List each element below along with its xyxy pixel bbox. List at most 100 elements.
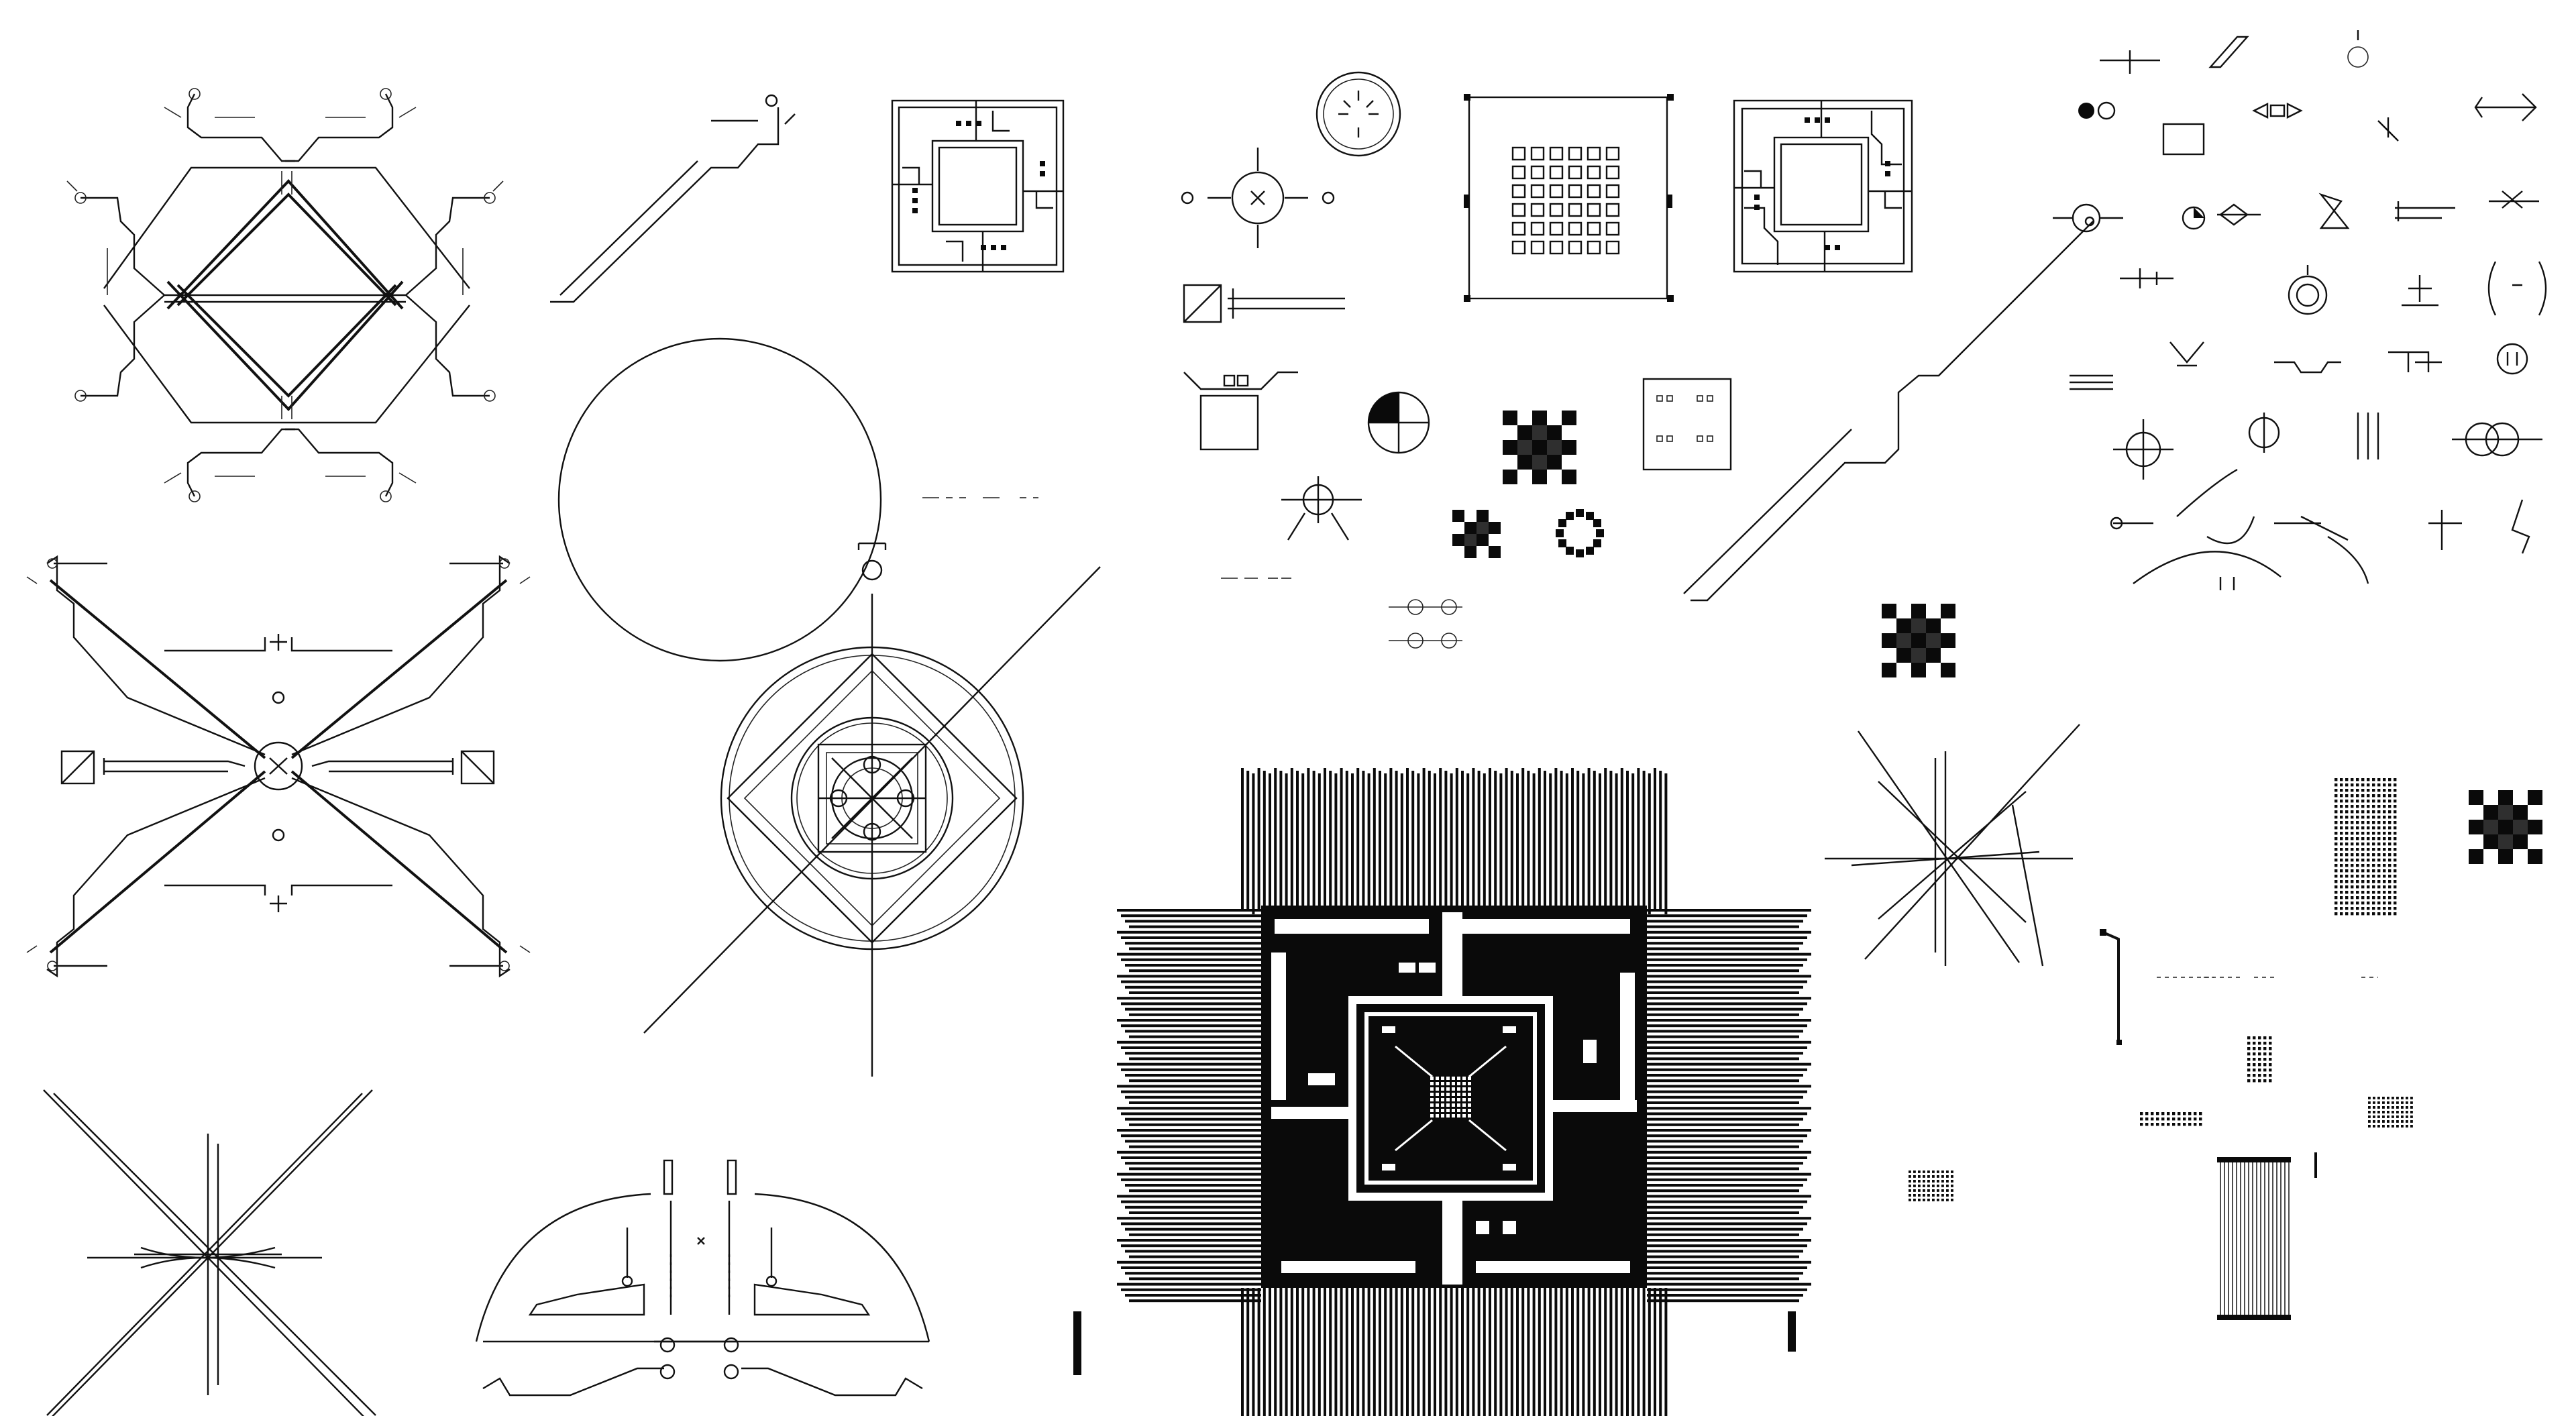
die-dot — [1452, 1114, 1455, 1118]
pin-right — [1647, 1239, 1811, 1242]
grid-pad — [1568, 240, 1582, 255]
pin-bottom — [1329, 1288, 1332, 1416]
matrix-dot — [2394, 853, 2397, 857]
die-dot — [1441, 1082, 1444, 1085]
matrix-dot — [2351, 896, 2354, 900]
die-dot — [1430, 1114, 1434, 1118]
matrix-dot — [1941, 1185, 1944, 1187]
pin-left — [1129, 1167, 1261, 1170]
grid-pad — [1605, 165, 1620, 180]
diagonal-connector-line — [550, 94, 796, 303]
matrix-dot — [1941, 1194, 1944, 1197]
matrix-dot — [2356, 783, 2359, 787]
quad-chip-outline — [891, 99, 1065, 273]
matrix-dot — [2388, 902, 2392, 905]
pin-right — [1647, 1277, 1799, 1281]
pin-left — [1121, 1178, 1261, 1181]
pin-left — [1129, 947, 1261, 950]
matrix-dot — [2194, 1118, 2197, 1121]
matrix-dot — [2368, 1101, 2371, 1104]
matrix-dot — [2345, 907, 2349, 910]
grid-pad — [1587, 203, 1601, 217]
die-dot — [1457, 1109, 1460, 1112]
pin-left — [1129, 1299, 1261, 1303]
matrix-dot — [2406, 1115, 2408, 1118]
matrix-dot — [2372, 826, 2375, 830]
matrix-dot — [1927, 1199, 1930, 1201]
pin-top — [1489, 768, 1491, 909]
pin-top — [1296, 771, 1299, 912]
matrix-dot — [2340, 800, 2343, 803]
matrix-dot — [2361, 778, 2365, 781]
matrix-dot — [2140, 1123, 2143, 1126]
checker-cell — [2469, 849, 2483, 864]
pin-bottom — [1389, 1288, 1393, 1416]
matrix-dot — [2167, 1112, 2170, 1115]
pin-top — [1362, 771, 1365, 912]
matrix-dot — [2345, 880, 2349, 883]
matrix-dot — [2394, 896, 2397, 900]
matrix-dot — [2263, 1036, 2267, 1040]
checker-core — [1517, 425, 1562, 470]
pin-left — [1117, 909, 1261, 912]
pin-top — [1367, 773, 1371, 914]
pin-right — [1647, 920, 1803, 923]
matrix-dot — [2406, 1106, 2408, 1109]
matrix-dot — [2269, 1036, 2272, 1040]
die-dot — [1436, 1087, 1439, 1091]
pin-top — [1527, 771, 1530, 912]
matrix-dot — [2253, 1063, 2256, 1067]
pin-bottom — [1422, 1288, 1426, 1416]
pin-bottom — [1318, 1288, 1321, 1416]
pin-bottom — [1307, 1288, 1310, 1416]
matrix-dot — [2340, 837, 2343, 840]
pin-top — [1521, 768, 1525, 909]
die-dot — [1468, 1114, 1471, 1118]
matrix-dot — [2383, 837, 2386, 840]
matrix-dot — [2351, 826, 2354, 830]
pin-top — [1252, 773, 1255, 914]
matrix-dot — [2334, 821, 2338, 824]
matrix-dot — [2382, 1125, 2385, 1128]
matrix-dot — [2394, 848, 2397, 851]
matrix-dot — [2388, 800, 2392, 803]
die-dot — [1446, 1087, 1450, 1091]
pin-right — [1647, 936, 1807, 939]
pin-top — [1269, 773, 1271, 914]
matrix-dot — [2388, 783, 2392, 787]
matrix-dot — [2372, 778, 2375, 781]
matrix-dot — [2388, 826, 2392, 830]
die-dot — [1430, 1103, 1434, 1107]
matrix-dot — [2258, 1042, 2261, 1045]
matrix-dot — [2377, 783, 2381, 787]
die-dot — [1441, 1098, 1444, 1101]
grid-pad — [1549, 203, 1564, 217]
matrix-dot — [2368, 1111, 2371, 1113]
matrix-dot — [2247, 1063, 2251, 1067]
matrix-dot — [2372, 912, 2375, 916]
grid-pad — [1605, 184, 1620, 199]
pin-bottom — [1626, 1288, 1629, 1416]
pin-top — [1620, 768, 1623, 909]
matrix-dot — [1918, 1180, 1921, 1183]
matrix-dot — [2145, 1118, 2149, 1121]
matrix-dot — [2253, 1052, 2256, 1056]
matrix-dot — [2345, 885, 2349, 889]
matrix-dot — [2372, 800, 2375, 803]
pin-grid-chip — [1464, 94, 1674, 302]
grid-pad — [1568, 221, 1582, 236]
matrix-dot — [2367, 859, 2370, 862]
matrix-dot — [2388, 896, 2392, 900]
pin-right — [1647, 1217, 1811, 1220]
matrix-dot — [2388, 810, 2392, 814]
checker-cell — [2469, 790, 2483, 805]
pin-top — [1466, 773, 1470, 914]
matrix-dot — [2253, 1069, 2256, 1072]
matrix-dot — [2345, 853, 2349, 857]
pin-bottom — [1373, 1288, 1376, 1416]
matrix-dot — [2396, 1106, 2399, 1109]
matrix-dot — [2377, 869, 2381, 873]
matrix-dot — [2367, 837, 2370, 840]
pin-left — [1121, 1156, 1261, 1159]
pin-top — [1422, 768, 1426, 909]
